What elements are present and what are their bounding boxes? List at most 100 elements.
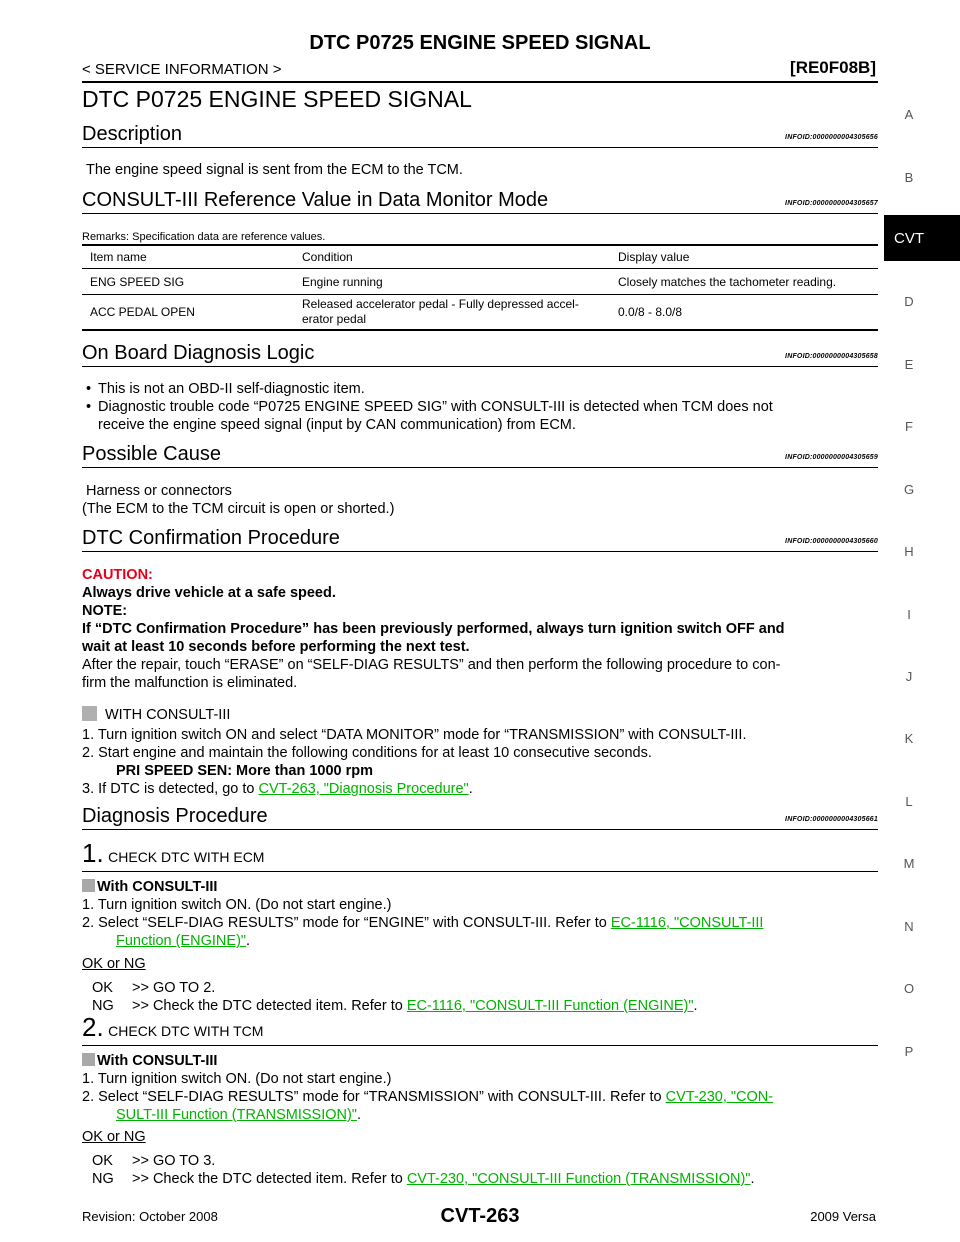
index-tab-e[interactable]: E (904, 357, 914, 372)
page-title: DTC P0725 ENGINE SPEED SIGNAL (82, 86, 472, 112)
ec-1116-link-cont[interactable]: Function (ENGINE)" (116, 933, 247, 949)
diag-step-2-ng-label: NG (92, 1171, 114, 1187)
reference-heading: CONSULT-III Reference Value in Data Moni… (82, 189, 549, 211)
confirmation-infoid: INFOID:0000000004305660 (785, 538, 878, 545)
diag-step-2-ng-pre: >> Check the DTC detected item. Refer to (132, 1171, 407, 1187)
index-tab-h[interactable]: H (904, 544, 914, 559)
index-tab-b[interactable]: B (904, 170, 914, 185)
side-index: A B CVT D E F G H I J K L M N O P (884, 0, 960, 1242)
with-consult-label: WITH CONSULT-III (105, 707, 231, 723)
diag-step-1-with: With CONSULT-III (82, 878, 217, 896)
cell-condition-line1: Released accelerator pedal - Fully depre… (302, 297, 579, 311)
diag-step-2-number: 2. (82, 1012, 104, 1042)
table-row: ENG SPEED SIG Engine running Closely mat… (82, 268, 878, 295)
ec-1116-ng-link[interactable]: EC-1116, "CONSULT-III Function (ENGINE)" (406, 998, 694, 1014)
table-header-row: Item name Condition Display value (82, 246, 878, 269)
possible-cause-heading: Possible Cause (82, 443, 221, 465)
diagnosis-infoid: INFOID:0000000004305661 (785, 816, 878, 823)
diag-step-1-rule (82, 871, 878, 872)
diagnosis-procedure-link[interactable]: CVT-263, "Diagnosis Procedure" (258, 781, 469, 797)
diag-step-1-ng-period: . (693, 998, 698, 1014)
index-tab-g[interactable]: G (903, 482, 915, 497)
cell-condition-line2: erator pedal (302, 312, 367, 326)
after-repair-line-1: After the repair, touch “ERASE” on “SELF… (82, 657, 781, 673)
note-line-1: If “DTC Confirmation Procedure” has been… (82, 621, 785, 637)
diag-step-1-ng-pre: >> Check the DTC detected item. Refer to (132, 998, 407, 1014)
diag-step-1-okng: OK or NG (82, 956, 146, 972)
caution-text: Always drive vehicle at a safe speed. (82, 585, 336, 601)
step-3-text: 3. If DTC is detected, go to (82, 781, 259, 797)
description-infoid: INFOID:0000000004305656 (785, 134, 878, 141)
diag-step-2-rule (82, 1045, 878, 1046)
confirmation-step-3: 3. If DTC is detected, go to CVT-263, "D… (82, 780, 473, 798)
cvt-230-link[interactable]: CVT-230, "CON- (665, 1089, 774, 1105)
possible-cause-line-2: (The ECM to the TCM circuit is open or s… (82, 501, 395, 517)
running-header-title: DTC P0725 ENGINE SPEED SIGNAL (309, 32, 651, 54)
diag-step-1-ng-text: >> Check the DTC detected item. Refer to… (132, 997, 698, 1015)
diag-step-2-sub-2-text: 2. Select “SELF-DIAG RESULTS” mode for “… (82, 1089, 666, 1105)
index-tab-o[interactable]: O (903, 981, 915, 996)
ec-1116-link[interactable]: EC-1116, "CONSULT-III (610, 915, 764, 931)
index-tab-f[interactable]: F (905, 419, 913, 434)
diag-step-2-title: 2. CHECK DTC WITH TCM (82, 1012, 263, 1043)
reference-table: Item name Condition Display value ENG SP… (82, 244, 878, 331)
diag-step-1-sub-1: 1. Turn ignition switch ON. (Do not star… (82, 897, 392, 913)
reference-remarks: Remarks: Specification data are referenc… (82, 231, 326, 243)
diag-step-1-sub-2-text: 2. Select “SELF-DIAG RESULTS” mode for “… (82, 915, 611, 931)
note-line-2: wait at least 10 seconds before performi… (82, 639, 470, 655)
description-heading: Description (82, 123, 183, 145)
cvt-230-ng-link[interactable]: CVT-230, "CONSULT-III Function (TRANSMIS… (406, 1171, 751, 1187)
diagnosis-heading: Diagnosis Procedure (82, 805, 268, 827)
cell-item: ENG SPEED SIG (82, 268, 294, 295)
obd-bullet-2a: Diagnostic trouble code “P0725 ENGINE SP… (98, 399, 773, 415)
cell-value: 0.0/8 - 8.0/8 (610, 294, 878, 329)
diag-step-1-sub-2-cont: Function (ENGINE)". (116, 932, 250, 950)
diag-step-2-with-label: With CONSULT-III (97, 1053, 218, 1069)
diag-step-2-okng: OK or NG (82, 1129, 146, 1145)
description-rule (82, 147, 878, 148)
diag-step-2-sub-2: 2. Select “SELF-DIAG RESULTS” mode for “… (82, 1088, 773, 1106)
diag-step-1-ok-text: >> GO TO 2. (132, 980, 216, 996)
diag-step-2-with: With CONSULT-III (82, 1052, 217, 1070)
confirmation-step-1: 1. Turn ignition switch ON and select “D… (82, 727, 747, 743)
model-code: [RE0F08B] (790, 58, 876, 77)
footer-revision: Revision: October 2008 (82, 1209, 218, 1224)
column-header-condition: Condition (302, 250, 353, 264)
header-divider (82, 81, 878, 83)
caution-label: CAUTION: (82, 567, 153, 583)
diag-step-1-label: CHECK DTC WITH ECM (108, 849, 265, 865)
after-repair-line-2: firm the malfunction is eliminated. (82, 675, 298, 691)
obd-logic-rule (82, 366, 878, 367)
index-tab-i[interactable]: I (907, 607, 911, 622)
index-tab-k[interactable]: K (904, 731, 914, 746)
diag-step-2-label: CHECK DTC WITH TCM (108, 1023, 264, 1039)
confirmation-rule (82, 551, 878, 552)
index-tab-a[interactable]: A (904, 107, 914, 122)
diag-step-1-ng-label: NG (92, 998, 114, 1014)
diag-step-2-sub-1: 1. Turn ignition switch ON. (Do not star… (82, 1071, 392, 1087)
obd-bullet-2b: receive the engine speed signal (input b… (98, 417, 576, 433)
diag-step-2-sub-2-cont: SULT-III Function (TRANSMISSION)". (116, 1106, 361, 1124)
column-header-value: Display value (618, 250, 690, 264)
cell-value: Closely matches the tachometer reading. (610, 268, 878, 295)
bullet-marker: • (86, 381, 92, 397)
diagnosis-rule (82, 829, 878, 830)
obd-bullet-1: This is not an OBD-II self-diagnostic it… (98, 381, 365, 397)
bullet-marker: • (86, 399, 92, 415)
index-tab-n[interactable]: N (904, 919, 914, 934)
index-tab-cvt-active[interactable]: CVT (884, 215, 960, 261)
index-tab-m[interactable]: M (903, 856, 915, 871)
step-3-period: . (468, 781, 473, 797)
index-tab-j[interactable]: J (905, 669, 913, 684)
diag-step-2-ng-period: . (750, 1171, 755, 1187)
index-tab-l[interactable]: L (905, 794, 913, 809)
table-row: ACC PEDAL OPEN Released accelerator peda… (82, 294, 878, 329)
obd-logic-heading: On Board Diagnosis Logic (82, 342, 315, 364)
diag-step-1-with-label: With CONSULT-III (97, 879, 218, 895)
index-tab-p[interactable]: P (904, 1044, 914, 1059)
consult-tool-icon (82, 706, 97, 721)
index-tab-d[interactable]: D (904, 294, 914, 309)
possible-cause-line-1: Harness or connectors (86, 483, 232, 499)
diag-step-1-sub-2-period: . (246, 933, 251, 949)
cvt-230-link-cont[interactable]: SULT-III Function (TRANSMISSION)" (116, 1107, 357, 1123)
